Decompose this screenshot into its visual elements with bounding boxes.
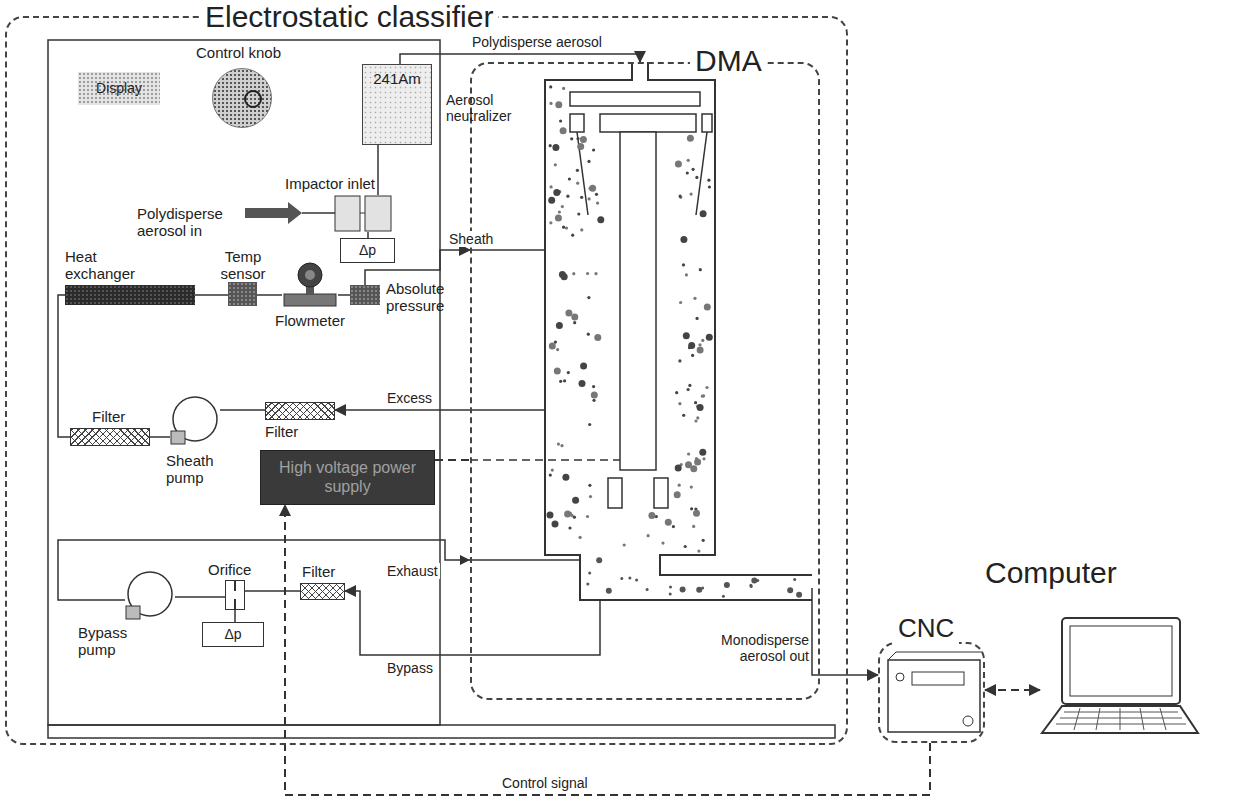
flow-pipe (220, 409, 265, 411)
flow-pipe (257, 294, 282, 296)
edge-label: Polydisperse aerosol (470, 34, 604, 50)
part-drawing (213, 69, 271, 127)
flow-pipe (150, 436, 170, 438)
signal-line (985, 689, 1040, 691)
flow-pipe (345, 591, 470, 655)
signal-line (435, 459, 470, 461)
free-label: Monodisperse aerosol out (712, 632, 811, 664)
node-label: Filter (92, 408, 152, 425)
cnc-region: CNC (878, 642, 985, 743)
part-drawing (170, 395, 220, 445)
classifier-housing (48, 40, 835, 738)
part-drawing (880, 644, 983, 741)
node-label: Flowmeter (262, 312, 358, 329)
edge-label: Sheath (447, 231, 495, 247)
node-label: DMA (690, 44, 767, 79)
impactor-inlet: Impactor inlet (318, 195, 392, 232)
node-label: Absolute pressure (386, 280, 466, 315)
flow-pipe (175, 596, 225, 598)
pressure-gauge: Δp (340, 238, 395, 263)
bypass-pump: Bypass pump (125, 570, 175, 620)
flow-pipe (377, 145, 379, 195)
node-label: Filter (265, 423, 325, 440)
node-label: Orifice (208, 561, 268, 578)
filter: Filter (70, 428, 150, 446)
part-drawing (318, 195, 392, 232)
node-label: Δp (224, 626, 241, 642)
control-knob: Control knob (212, 68, 272, 128)
edge-label: Bypass (385, 660, 435, 676)
dma-region: DMA (470, 62, 820, 700)
node-label: Computer (985, 556, 1117, 591)
signal-line (285, 505, 930, 795)
sheath-pump: Sheath pump (170, 395, 220, 445)
node-label: Aerosol neutralizer (446, 92, 524, 124)
part-drawing (125, 570, 175, 620)
node-label: CNC (893, 614, 959, 644)
edge-label: Excess (385, 390, 434, 406)
part-drawing (282, 262, 338, 308)
node-label: Display (96, 80, 142, 96)
filter: Filter (265, 402, 335, 420)
flow-pipe (195, 294, 228, 296)
part-drawing (226, 581, 244, 609)
flow-pipe (58, 295, 70, 437)
temp-sensor: Temp sensor (228, 282, 257, 306)
heat-exchanger: Heat exchanger (65, 285, 195, 305)
node-label: Control knob (196, 44, 306, 61)
free-label: Polydisperse aerosol in (135, 205, 244, 240)
display-panel: Display (78, 72, 160, 105)
pressure-gauge: Δp (202, 622, 264, 647)
node-label: Impactor inlet (285, 175, 405, 192)
part-drawing (1040, 615, 1200, 735)
node-label: Filter (302, 563, 352, 580)
flow-pipe (338, 294, 350, 296)
computer: Computer (1040, 615, 1200, 735)
node-label: Sheath pump (166, 452, 226, 487)
flow-pipe (335, 409, 470, 411)
node-label: Bypass pump (78, 624, 138, 659)
neutralizer-box: 241AmAerosol neutralizer (362, 64, 432, 145)
orifice: Orifice (225, 580, 245, 610)
dma-column (545, 62, 812, 600)
flowmeter: Flowmeter (282, 262, 338, 308)
flow-pipe (820, 674, 878, 676)
pressure-sensor: Absolute pressure (350, 285, 380, 305)
inlet-arrow (245, 202, 318, 224)
edge-label: Control signal (500, 775, 590, 791)
node-label: Temp sensor (214, 248, 272, 283)
free-label: Exhaust (385, 563, 440, 579)
node-label: Heat exchanger (65, 248, 145, 283)
pipes (58, 54, 820, 675)
node-label: High voltage power supply (261, 459, 434, 496)
flow-pipe (245, 590, 300, 592)
filter: Filter (300, 583, 345, 600)
node-label: Electrostatic classifier (200, 0, 498, 35)
flow-pipe (234, 610, 236, 622)
node-label: 241Am (362, 70, 432, 87)
node-label: Δp (359, 242, 376, 258)
power-supply: High voltage power supply (260, 450, 435, 505)
